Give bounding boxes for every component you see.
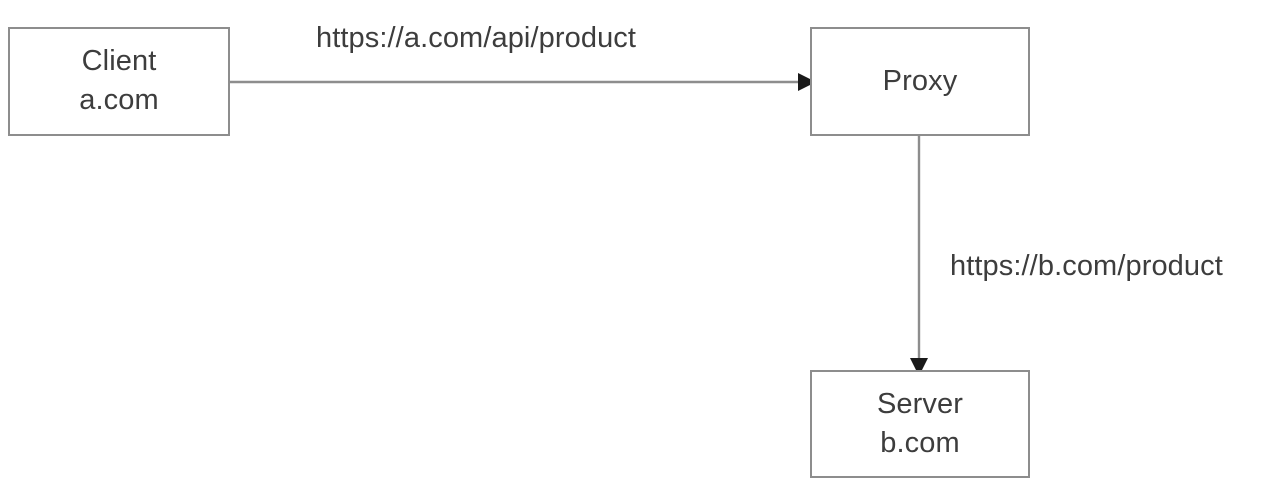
node-proxy-label-primary: Proxy [882, 64, 958, 97]
edge-client-to-proxy [230, 73, 816, 91]
node-client-label-primary: Client [81, 45, 157, 78]
node-server-label-primary: Server [876, 387, 963, 420]
node-server-label-secondary: b.com [880, 426, 960, 459]
edge-label-client-to-proxy: https://a.com/api/product [316, 22, 637, 54]
node-proxy[interactable]: Proxy [810, 27, 1030, 136]
node-client-label-secondary: a.com [79, 84, 159, 116]
node-server[interactable]: Server b.com [810, 370, 1030, 478]
edge-label-proxy-to-server: https://b.com/product [950, 250, 1223, 282]
edge-proxy-to-server [910, 136, 928, 376]
node-client[interactable]: Client a.com [8, 27, 230, 136]
